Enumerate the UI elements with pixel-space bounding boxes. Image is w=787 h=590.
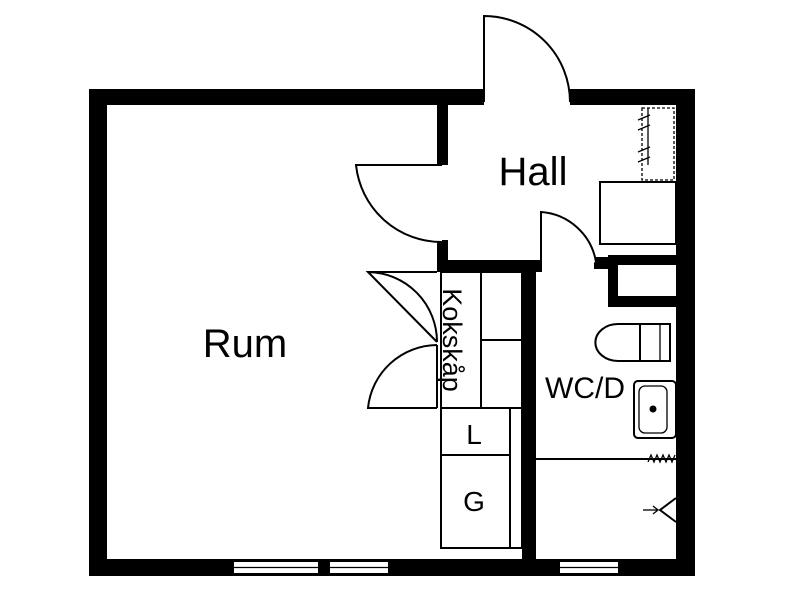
hall-storage <box>599 181 677 245</box>
entrance-door <box>483 14 571 103</box>
rum-door <box>354 164 443 244</box>
windows <box>234 562 618 573</box>
room-label-hall: Hall <box>499 150 568 194</box>
wc-door <box>540 210 597 272</box>
kitchen-units <box>440 271 523 549</box>
radiator-icon <box>647 453 676 464</box>
sink-icon <box>633 380 677 439</box>
cabinet-label-kokskap: Kokskåp <box>437 288 467 392</box>
wardrobe-icon <box>637 107 675 181</box>
appliance-label-g: G <box>463 486 485 517</box>
room-label-wc: WC/D <box>545 372 625 405</box>
kitchen-cabinet-doors <box>365 270 438 409</box>
appliance-label-l: L <box>466 419 482 450</box>
shower-outlet-icon <box>643 497 677 523</box>
toilet-icon <box>594 323 671 362</box>
room-label-rum: Rum <box>203 322 287 366</box>
outer-walls <box>89 89 695 576</box>
interior-walls <box>437 89 678 576</box>
